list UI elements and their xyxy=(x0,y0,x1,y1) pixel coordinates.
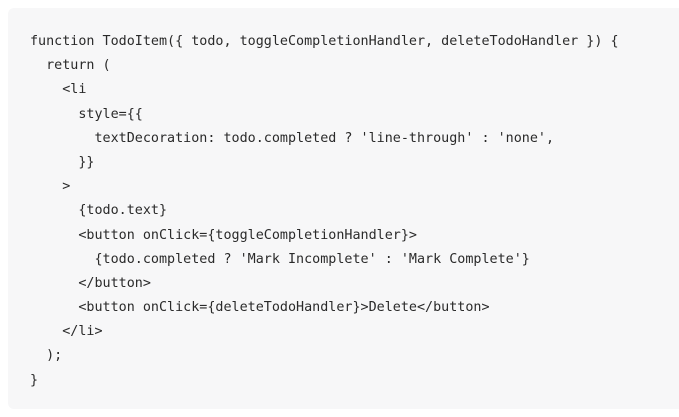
code-line: </button> xyxy=(30,275,151,291)
code-line: function TodoItem({ todo, toggleCompleti… xyxy=(30,34,619,49)
code-line: style={{ xyxy=(30,106,143,122)
code-line: ); xyxy=(30,348,63,364)
code-content: function TodoItem({ todo, toggleCompleti… xyxy=(30,30,679,393)
code-line: return ( xyxy=(30,58,111,74)
code-line: <button onClick={deleteTodoHandler}>Dele… xyxy=(30,300,490,316)
code-line: } xyxy=(30,372,39,388)
code-line: > xyxy=(30,179,71,195)
code-block: function TodoItem({ todo, toggleCompleti… xyxy=(8,8,679,409)
code-line: <li xyxy=(30,82,87,98)
code-line: {todo.completed ? 'Mark Incomplete' : 'M… xyxy=(30,251,530,267)
code-line: </li> xyxy=(30,324,103,340)
code-line: }} xyxy=(30,154,95,170)
code-line: <button onClick={toggleCompletionHandler… xyxy=(30,227,417,243)
code-line: {todo.text} xyxy=(30,203,168,219)
code-line: textDecoration: todo.completed ? 'line-t… xyxy=(30,130,555,146)
